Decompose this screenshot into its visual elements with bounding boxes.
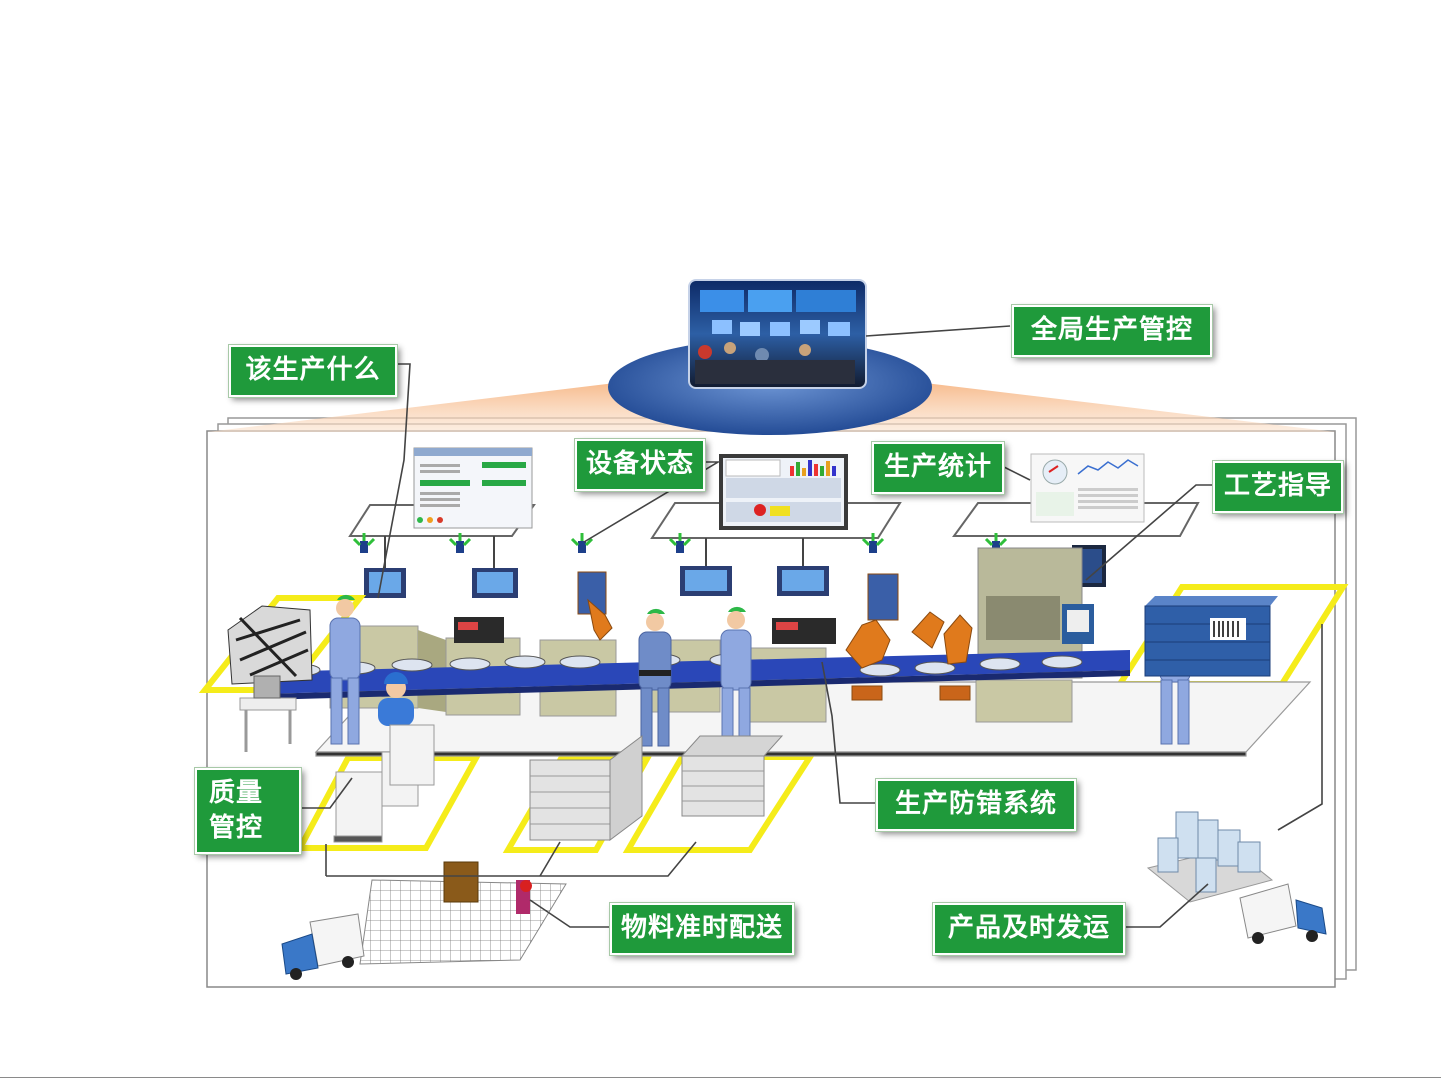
label-production-stats: 生产统计: [872, 442, 1004, 494]
equipment-status-screen: [719, 454, 848, 530]
production-stats-screen: [1031, 454, 1144, 522]
label-product-shipping: 产品及时发运: [933, 903, 1125, 955]
label-equipment-status: 设备状态: [575, 439, 705, 491]
control-room-photo: [689, 280, 866, 388]
label-global-control: 全局生产管控: [1012, 305, 1212, 357]
label-material-delivery: 物料准时配送: [610, 903, 794, 955]
task-screen: [414, 448, 532, 528]
label-error-proofing: 生产防错系统: [876, 779, 1076, 831]
label-process-guidance: 工艺指导: [1213, 461, 1343, 513]
label-what-to-produce: 该生产什么: [229, 345, 397, 397]
label-quality-control: 质量 管控: [195, 768, 301, 854]
bottom-rule: [0, 1077, 1441, 1078]
blue-storage-rack: [1145, 596, 1278, 676]
